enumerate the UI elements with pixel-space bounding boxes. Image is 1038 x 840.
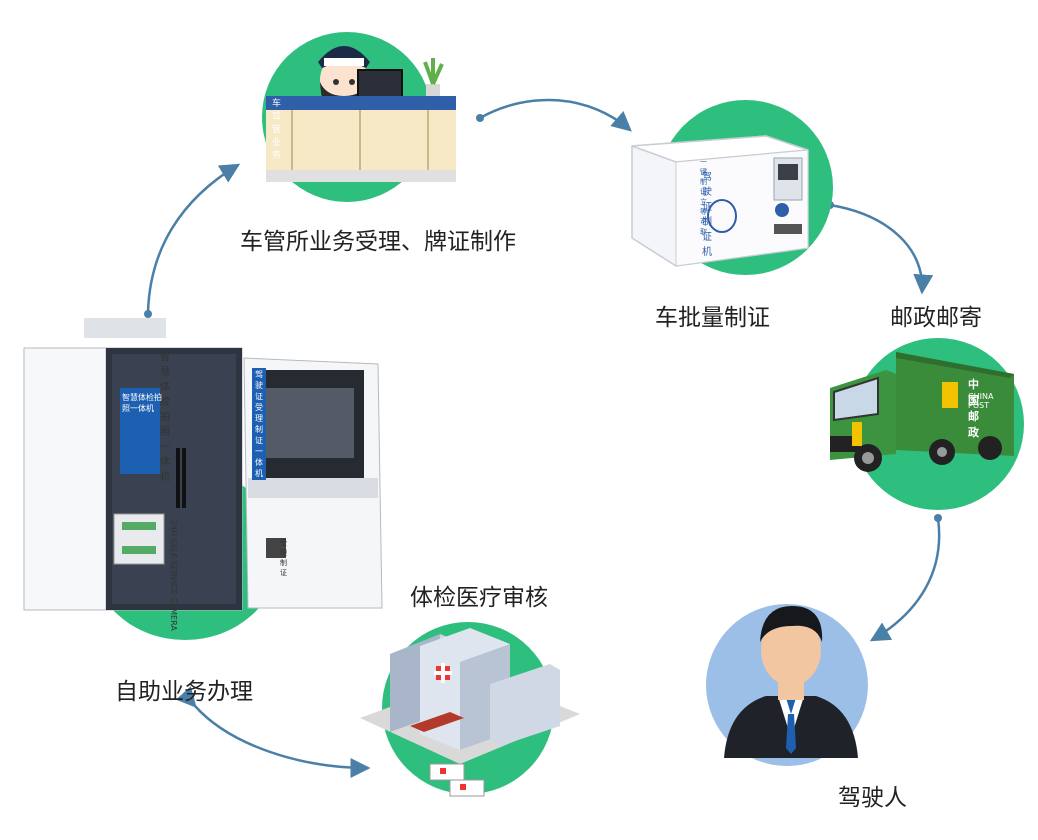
- post-label: 邮政邮寄: [890, 305, 982, 331]
- terminal-title: 驾驶证受理制证一体机: [252, 368, 266, 480]
- truck-brand-en: CHINA POST: [968, 392, 994, 410]
- arrow-kiosk-to-dmv: [146, 163, 241, 313]
- arrow-dot: [934, 514, 942, 522]
- hospital-label: 体检医疗审核: [410, 585, 548, 611]
- batch-label: 车批量制证: [655, 305, 770, 331]
- cabinet-title: 智慧体检拍照一体机: [160, 352, 170, 483]
- kiosk-side-text: 24H SELF-SERVICE CAMERA: [169, 520, 178, 631]
- dmv-label: 车管所业务受理、牌证制作: [240, 229, 516, 255]
- card-printer-illustration: [631, 135, 809, 267]
- terminal-small: 受理制证: [280, 539, 287, 577]
- machine-text: 驾驶证制证机: [702, 172, 714, 258]
- driver-label: 驾驶人: [838, 785, 907, 811]
- arrow-dot: [476, 114, 484, 122]
- counter-sign: 车驾管业务: [272, 99, 282, 161]
- arrow-dot: [144, 310, 152, 318]
- self-service-kiosk-illustration: [23, 318, 383, 611]
- arrow-batch-to-post: [829, 203, 934, 295]
- machine-subtext: 一键制证 立等可取: [700, 158, 707, 236]
- truck-brand: 中国邮政: [968, 378, 979, 439]
- arrow-dmv-to-batch: [479, 98, 632, 132]
- arrow-hospital-kiosk: [175, 686, 371, 778]
- driver-avatar-illustration: [724, 606, 858, 758]
- service-counter-illustration: [266, 46, 456, 182]
- hospital-illustration: [360, 628, 580, 797]
- kiosk-screen-text: 智慧体检拍照一体机: [122, 393, 162, 413]
- arrow-post-to-driver: [869, 517, 941, 642]
- postal-truck-illustration: [830, 352, 1014, 472]
- kiosk-label: 自助业务办理: [115, 679, 253, 705]
